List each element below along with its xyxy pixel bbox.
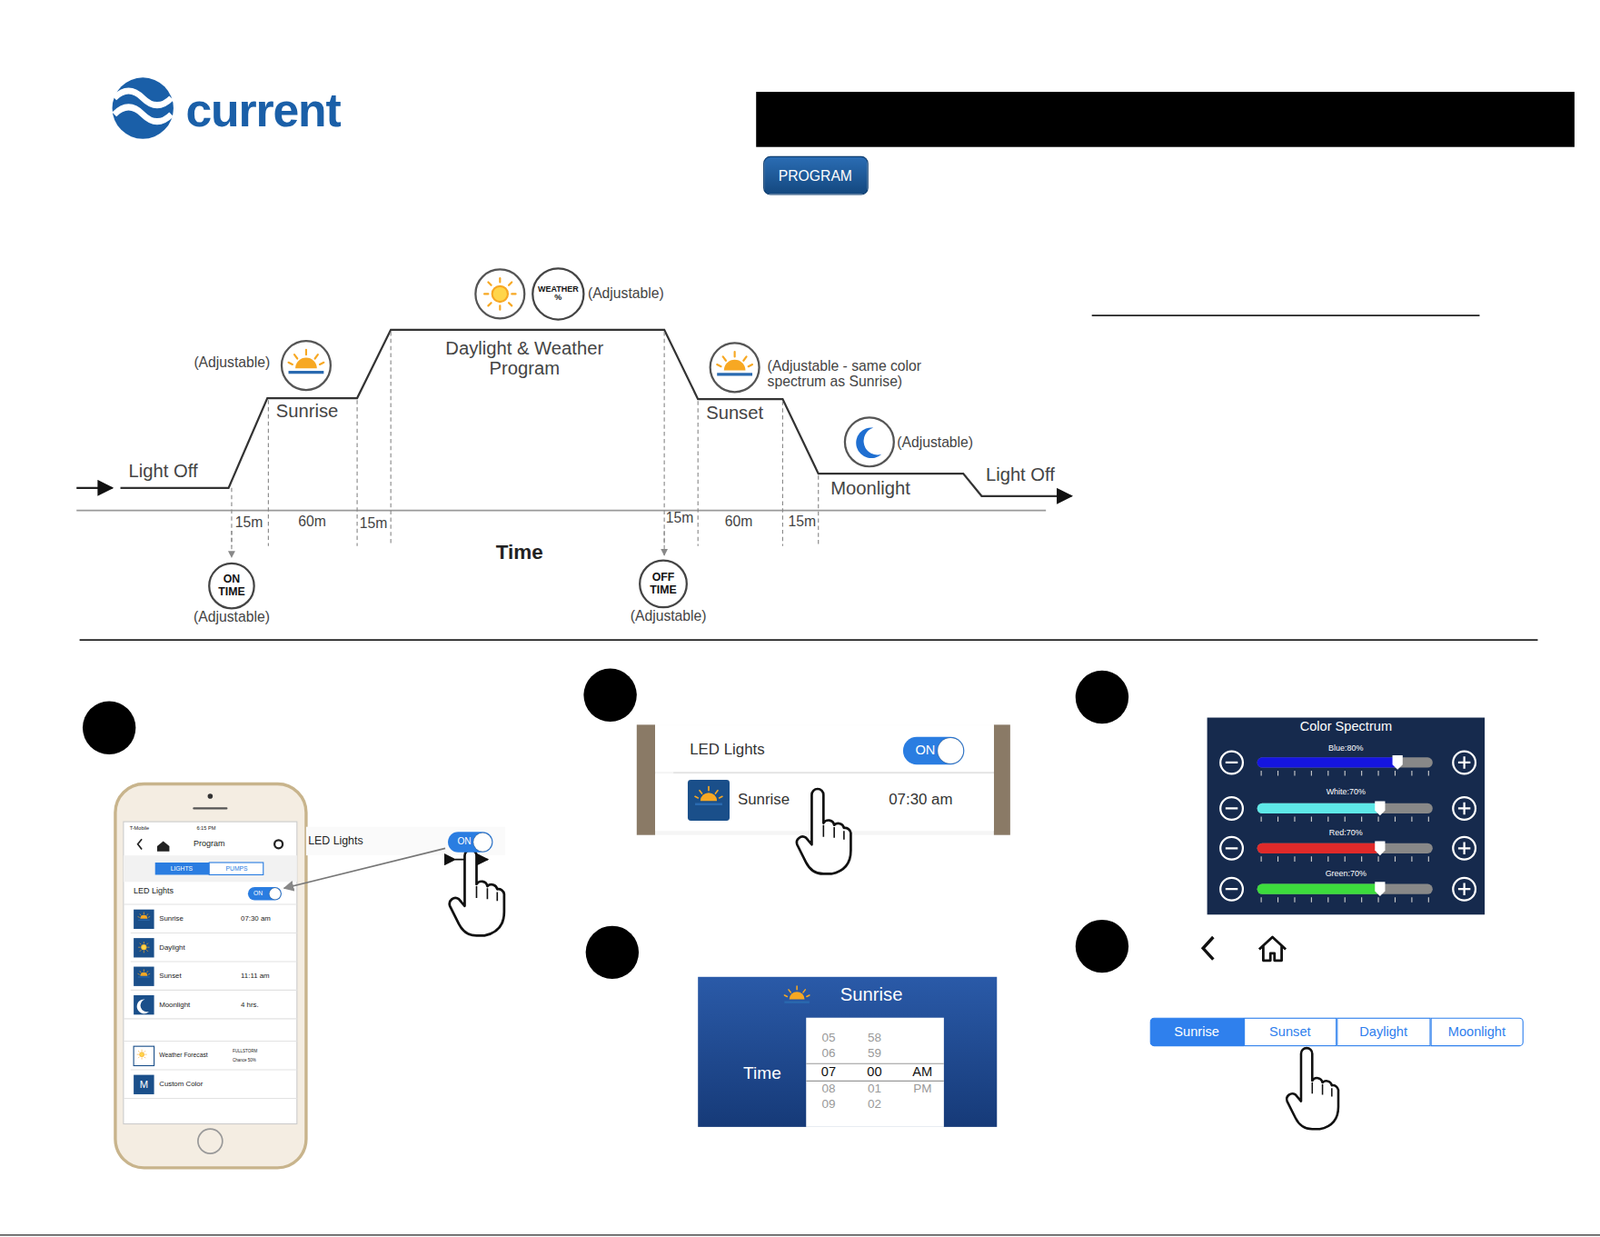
screen-text: LED Lights: [133, 887, 174, 897]
node-text: ON: [457, 836, 471, 847]
toggle-switch: ON: [903, 735, 964, 764]
screen-text: Daylight: [159, 943, 185, 952]
panel-label: Time: [743, 1063, 782, 1084]
timeline-label: Light Off: [985, 465, 1055, 486]
node-text: OFF TIME: [643, 571, 685, 596]
screen-text: LED Lights: [308, 834, 363, 847]
logo-mark: [112, 77, 174, 139]
timeline-label: 15m: [665, 510, 695, 527]
screen-text: 07:30 am: [888, 790, 953, 808]
timeline-label: 60m: [725, 513, 754, 529]
screen-text: Sunset: [159, 971, 181, 980]
node-text: Daylight: [1359, 1024, 1408, 1039]
node-text: Moonlight: [1448, 1024, 1506, 1039]
toggle-switch: ON: [247, 885, 281, 900]
screen-text: 01: [867, 1082, 882, 1096]
panel-label: White:70%: [1326, 786, 1366, 796]
app-screenshot: [636, 724, 1011, 874]
panel-title: Sunrise: [840, 983, 904, 1006]
on-time-circle: ON TIME: [208, 562, 256, 610]
screen-text: Custom Color: [159, 1079, 203, 1088]
screen-text: Sunrise: [737, 790, 790, 808]
screen-text: 00: [866, 1063, 882, 1079]
node-text: WEATHER %: [536, 285, 581, 303]
screen-text: AM: [912, 1063, 933, 1079]
timeline-label: Sunrise: [276, 402, 339, 423]
leader-arrow: [284, 847, 446, 888]
screen-text: 59: [867, 1046, 882, 1061]
program-button: PROGRAM: [763, 156, 869, 196]
off-time-circle: OFF TIME: [638, 558, 688, 608]
panel-label: Green:70%: [1325, 868, 1367, 878]
time-picker-panel: SunriseTime: [697, 976, 997, 1127]
color-spectrum-panel: Color SpectrumBlue:80% White:70% Red:70% Gr…: [1207, 717, 1485, 915]
node-text: ON: [253, 889, 263, 896]
screen-text: 08: [821, 1082, 835, 1096]
timeline-label: (Adjustable): [193, 354, 270, 370]
tab: Daylight: [1336, 1017, 1431, 1046]
timeline-label: Light Off: [129, 461, 199, 482]
timeline-label: (Adjustable - same color spectrum as Sun…: [767, 358, 957, 391]
node-text: Sunrise: [1173, 1024, 1220, 1039]
panel-label: Red:70%: [1329, 827, 1363, 837]
screen-text: Moonlight: [159, 1000, 190, 1009]
node-text: Sunset: [1269, 1024, 1311, 1039]
rule: [1092, 314, 1481, 317]
screen-text: LIGHTS: [170, 864, 193, 872]
screen-text: M: [139, 1078, 149, 1090]
timeline-label: Moonlight: [830, 478, 911, 499]
screen-text: 02: [867, 1097, 882, 1112]
screen-text: 07: [821, 1063, 836, 1079]
screen-text: PM: [913, 1082, 932, 1096]
phone: [115, 784, 506, 1168]
timeline-label: (Adjustable): [587, 286, 665, 302]
toggle-knob: [937, 736, 964, 763]
node-text: ON: [914, 743, 935, 757]
logo-text: current: [185, 84, 340, 137]
node-text: ON TIME: [213, 574, 250, 598]
screen-text: 6:15 PM: [196, 825, 216, 832]
timeline-label: Time: [496, 540, 544, 564]
screen-text: 4 hrs.: [240, 1000, 259, 1009]
screen-text: 06: [821, 1046, 835, 1061]
timeline-label: Sunset: [705, 403, 764, 424]
tab: Sunrise: [1150, 1017, 1244, 1046]
title-bar: [755, 91, 1575, 148]
screen-text: 58: [867, 1031, 882, 1045]
screen-text: LED Lights: [689, 740, 765, 758]
timeline-label: (Adjustable): [193, 609, 270, 626]
toggle-knob: [268, 887, 280, 899]
tab: Moonlight: [1430, 1017, 1524, 1046]
timeline-label: Daylight & Weather Program: [438, 338, 611, 379]
screen-text: Chance 50%: [232, 1057, 257, 1063]
timeline-label: (Adjustable): [896, 435, 974, 451]
screen-text: 07:30 am: [240, 914, 271, 923]
rule: [79, 638, 1539, 641]
screen-text: FULLSTORM: [232, 1048, 258, 1054]
panel-label: Blue:80%: [1328, 743, 1363, 753]
timeline-label: 15m: [235, 514, 264, 530]
timeline-label: 15m: [359, 516, 388, 532]
screen-text: Weather Forecast: [159, 1052, 208, 1059]
screen-text: 09: [821, 1097, 835, 1112]
toggle-knob: [473, 832, 492, 851]
screen-text: 05: [821, 1031, 835, 1045]
screen-text: PUMPS: [226, 864, 249, 872]
timeline-label: (Adjustable): [630, 608, 707, 625]
node-text: PROGRAM: [778, 168, 853, 183]
screen-text: Sunrise: [159, 914, 184, 923]
weather-circle: WEATHER %: [531, 267, 585, 320]
timeline-label: 15m: [787, 513, 816, 529]
timeline-label: 60m: [298, 513, 327, 529]
toggle-switch: ON: [447, 831, 493, 852]
panel-title: Color Spectrum: [1300, 717, 1392, 734]
screen-text: 11:11 am: [240, 971, 270, 980]
tab: Sunset: [1242, 1017, 1337, 1046]
screen-text: T-Mobile: [129, 825, 150, 832]
rule: [0, 1233, 1600, 1235]
screen-text: Program: [193, 839, 225, 849]
